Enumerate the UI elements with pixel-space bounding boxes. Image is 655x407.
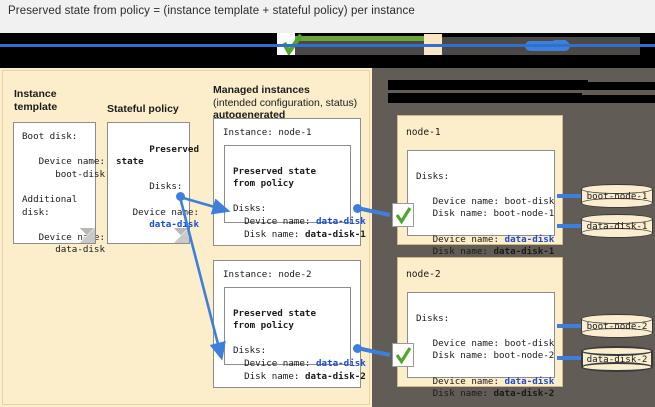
preserved-state-title-node-2: Preserved state from policy — [233, 307, 316, 332]
redacted-text-bar-1b — [582, 82, 655, 90]
heading-instance-template: Instance template — [14, 88, 57, 113]
disk-cylinder-label-data-disk-2: data-disk-2 — [586, 353, 648, 365]
redacted-banner-blue-line — [0, 44, 655, 47]
node-data-device-label-node-1: Device name: — [432, 233, 505, 245]
disk-cylinder-label-boot-node-1: boot-node-1 — [586, 190, 648, 202]
cylinder-top — [581, 346, 653, 356]
status-check-badge-node-1 — [392, 203, 414, 227]
redacted-banner-green-bar-top — [290, 36, 430, 41]
connector-data-disk-2 — [557, 356, 581, 360]
disk-cylinder-label-data-disk-1: data-disk-1 — [586, 220, 648, 232]
node-disks-box-node-1: Disks: Device name: boot-disk Disk name:… — [407, 150, 555, 257]
preserved-state-diskname-label-node-1: Disk name: — [244, 228, 305, 240]
node-disks-box-node-2: Disks: Device name: boot-disk Disk name:… — [407, 292, 555, 399]
heading-stateful-policy: Stateful policy — [107, 103, 179, 116]
page-title: Preserved state from policy = (instance … — [8, 5, 415, 17]
preserved-state-device-value-node-2: data-disk — [316, 357, 366, 369]
stateful-policy-card-body: Disks: Device name: data-disk — [132, 181, 199, 231]
status-check-badge-node-2 — [392, 343, 414, 367]
node-data-device-value-node-2: data-disk — [504, 375, 555, 387]
connector-data-disk-1 — [557, 224, 581, 228]
redacted-banner-blue-blob-tail — [552, 40, 568, 47]
heading-managed-instances: Managed instances (intended configuratio… — [213, 84, 357, 122]
connector-boot-node-1 — [557, 194, 581, 198]
managed-instance-label-node-2: Instance: node-2 — [223, 269, 312, 280]
stateful-policy-device-name-value: data-disk — [149, 219, 199, 231]
connector-dot-instance-node-2 — [353, 344, 362, 353]
preserved-state-disks-label-node-1: Disks: — [233, 203, 267, 215]
node-name-label-node-1: node-1 — [406, 127, 441, 138]
heading-stateful-policy-line1: Stateful policy — [107, 103, 179, 115]
redacted-text-bar-2 — [388, 93, 582, 103]
preserved-state-device-label-node-2: Device name: — [244, 357, 316, 369]
stateful-policy-card-title: Preserved state — [116, 143, 199, 168]
check-icon — [395, 207, 412, 225]
cylinder-bottom — [581, 228, 653, 238]
cylinder-bottom — [581, 328, 653, 338]
redacted-text-bar-2b — [578, 95, 655, 103]
cylinder-bottom — [581, 362, 653, 372]
preserved-state-title-node-1: Preserved state from policy — [233, 165, 316, 190]
node-data-device-value-node-1: data-disk — [504, 233, 555, 245]
disk-cylinder-label-boot-node-2: boot-node-2 — [586, 320, 648, 332]
disk-cylinder-data-disk-1: data-disk-1 — [581, 214, 653, 238]
instance-template-card: Boot disk: Device name: boot-disk Additi… — [13, 122, 105, 255]
node-disks-label-node-1: Disks: — [416, 170, 450, 182]
heading-instance-template-line2: template — [14, 100, 58, 113]
node-data-disk-value-node-2: data-disk-2 — [493, 388, 555, 400]
redacted-banner-lower-bar — [0, 55, 655, 68]
node-boot-device-line-node-2: Device name: boot-disk — [432, 337, 555, 349]
node-data-disk-value-node-1: data-disk-1 — [493, 246, 555, 258]
preserved-state-box-node-2: Preserved state from policy Disks: Devic… — [224, 287, 366, 382]
managed-instance-label-node-1: Instance: node-1 — [223, 127, 312, 138]
disk-cylinder-data-disk-2: data-disk-2 — [581, 346, 653, 372]
node-data-disk-label-node-2: Disk name: — [432, 388, 494, 400]
heading-managed-instances-line1: Managed instances — [213, 84, 310, 96]
left-panel-border — [2, 70, 370, 405]
heading-managed-instances-line2: (intended configuration, status) — [213, 96, 358, 109]
connector-boot-node-2 — [557, 324, 581, 328]
stateful-policy-card: Preserved state Disks: Device name: data… — [107, 122, 199, 244]
disk-cylinder-boot-node-1: boot-node-1 — [581, 184, 653, 208]
node-disks-label-node-2: Disks: — [416, 312, 450, 324]
cylinder-bottom — [581, 198, 653, 208]
node-boot-disk-line-node-1: Disk name: boot-node-1 — [432, 208, 555, 220]
cylinder-top — [581, 184, 653, 194]
redacted-text-bar-1 — [388, 80, 588, 90]
check-icon — [395, 347, 412, 365]
node-name-label-node-2: node-2 — [406, 269, 441, 280]
card-fold-corner-icon — [79, 227, 96, 244]
node-boot-device-line-node-1: Device name: boot-disk — [432, 195, 555, 207]
preserved-state-device-label-node-1: Device name: — [244, 215, 316, 227]
preserved-state-diskname-value-node-1: data-disk-1 — [304, 228, 366, 240]
disk-cylinder-boot-node-2: boot-node-2 — [581, 314, 653, 338]
cylinder-top — [581, 314, 653, 324]
heading-instance-template-line1: Instance — [14, 88, 57, 100]
preserved-state-device-value-node-1: data-disk — [316, 215, 366, 227]
connector-dot-stateful-policy — [176, 192, 185, 201]
preserved-state-diskname-value-node-2: data-disk-2 — [304, 370, 366, 382]
preserved-state-box-node-1: Preserved state from policy Disks: Devic… — [224, 145, 366, 240]
preserved-state-disks-label-node-2: Disks: — [233, 345, 267, 357]
card-fold-corner-icon — [173, 227, 190, 244]
node-data-disk-label-node-1: Disk name: — [432, 246, 494, 258]
preserved-state-diskname-label-node-2: Disk name: — [244, 370, 305, 382]
node-boot-disk-line-node-2: Disk name: boot-node-2 — [432, 350, 555, 362]
connector-dot-instance-node-1 — [353, 204, 362, 213]
cylinder-top — [581, 214, 653, 224]
node-data-device-label-node-2: Device name: — [432, 375, 505, 387]
